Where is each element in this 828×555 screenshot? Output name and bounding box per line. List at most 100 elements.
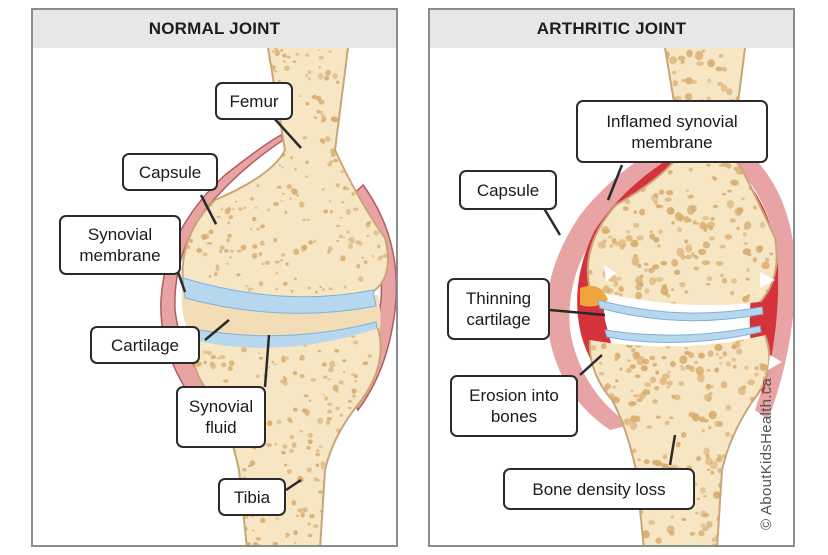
bone-texture-spot (291, 500, 297, 506)
bone-texture-spot (694, 361, 699, 364)
bone-texture-spot (680, 255, 686, 260)
bone-texture-spot (725, 361, 731, 367)
bone-texture-spot (625, 234, 633, 242)
bone-texture-spot (258, 356, 264, 360)
bone-texture-spot (359, 177, 365, 182)
bone-texture-spot (670, 515, 674, 519)
bone-texture-spot (346, 230, 350, 234)
bone-texture-spot (210, 85, 215, 89)
label-thinning-cartilage: Thinning cartilage (447, 278, 550, 340)
bone-texture-spot (236, 522, 242, 527)
bone-texture-spot (655, 370, 660, 375)
bone-texture-spot (375, 53, 381, 60)
bone-texture-spot (216, 527, 219, 531)
bone-texture-spot (355, 93, 359, 97)
bone-texture-spot (742, 515, 748, 520)
bone-texture-spot (719, 362, 723, 365)
bone-texture-spot (587, 180, 593, 189)
bone-texture-spot (665, 420, 670, 426)
bone-texture-spot (642, 328, 647, 331)
bone-texture-spot (379, 131, 385, 136)
bone-texture-spot (351, 394, 356, 398)
bone-texture-spot (664, 197, 672, 202)
bone-texture-spot (736, 226, 740, 231)
bone-texture-spot (622, 206, 629, 212)
bone-texture-spot (754, 366, 760, 371)
bone-texture-spot (717, 421, 724, 427)
bone-texture-spot (228, 148, 233, 153)
bone-texture-spot (693, 254, 697, 258)
bone-texture-spot (721, 67, 728, 72)
bone-texture-spot (706, 468, 711, 472)
bone-texture-spot (662, 454, 668, 460)
bone-texture-spot (615, 276, 622, 281)
bone-texture-spot (309, 514, 315, 519)
bone-texture-spot (654, 386, 660, 391)
bone-texture-spot (639, 208, 646, 216)
bone-texture-spot (183, 96, 190, 100)
bone-texture-spot (229, 150, 234, 155)
bone-texture-spot (708, 410, 717, 420)
bone-texture-spot (634, 351, 640, 359)
bone-texture-spot (258, 352, 261, 355)
bone-texture-spot (720, 381, 728, 389)
bone-texture-spot (328, 287, 333, 291)
bone-texture-spot (649, 230, 653, 233)
bone-texture-spot (631, 348, 636, 353)
bone-texture-spot (284, 535, 288, 539)
bone-texture-spot (192, 491, 193, 494)
bone-texture-spot (608, 443, 616, 451)
bone-texture-spot (763, 82, 770, 88)
bone-texture-spot (318, 66, 321, 69)
bone-texture-spot (387, 48, 388, 51)
bone-texture-spot (648, 49, 656, 55)
bone-texture-spot (327, 249, 331, 254)
bone-texture-spot (597, 446, 606, 452)
bone-texture-spot (699, 416, 706, 423)
bone-texture-spot (328, 366, 334, 373)
bone-texture-spot (666, 82, 671, 86)
bone-texture-spot (665, 91, 671, 98)
bone-texture-spot (318, 55, 324, 60)
bone-texture-spot (614, 280, 618, 284)
bone-texture-spot (660, 260, 668, 266)
bone-texture-spot (355, 494, 358, 497)
bone-texture-spot (712, 543, 716, 545)
bone-texture-spot (669, 56, 677, 65)
bone-texture-spot (599, 519, 603, 523)
bone-texture-spot (764, 257, 770, 263)
bone-texture-spot (197, 472, 201, 476)
bone-texture-spot (356, 68, 360, 70)
bone-texture-spot (207, 350, 212, 355)
bone-texture-spot (715, 66, 723, 72)
bone-texture-spot (636, 281, 641, 285)
bone-texture-spot (631, 256, 640, 266)
bone-texture-spot (247, 58, 250, 62)
bone-texture-spot (291, 289, 294, 293)
bone-texture-spot (386, 54, 388, 61)
bone-texture-spot (210, 70, 215, 75)
bone-texture-spot (307, 432, 313, 438)
bone-texture-spot (669, 416, 674, 420)
bone-texture-spot (194, 64, 198, 67)
bone-texture-spot (685, 189, 689, 192)
bone-texture-spot (356, 53, 361, 58)
bone-texture-spot (225, 48, 230, 52)
bone-texture-spot (204, 98, 209, 102)
bone-texture-spot (274, 442, 278, 446)
bone-texture-spot (249, 148, 255, 153)
bone-texture-spot (281, 355, 286, 359)
bone-texture-spot (204, 76, 210, 82)
bone-texture-spot (325, 420, 331, 425)
bone-texture-spot (367, 354, 372, 358)
bone-texture-spot (360, 144, 366, 149)
bone-texture-spot (252, 244, 258, 249)
bone-texture-spot (317, 49, 320, 51)
bone-texture-spot (677, 227, 682, 233)
bone-texture-spot (736, 306, 741, 310)
bone-texture-spot (303, 394, 309, 398)
bone-texture-spot (250, 135, 257, 142)
bone-texture-spot (282, 281, 288, 286)
bone-texture-spot (680, 59, 685, 65)
bone-texture-spot (292, 188, 298, 195)
